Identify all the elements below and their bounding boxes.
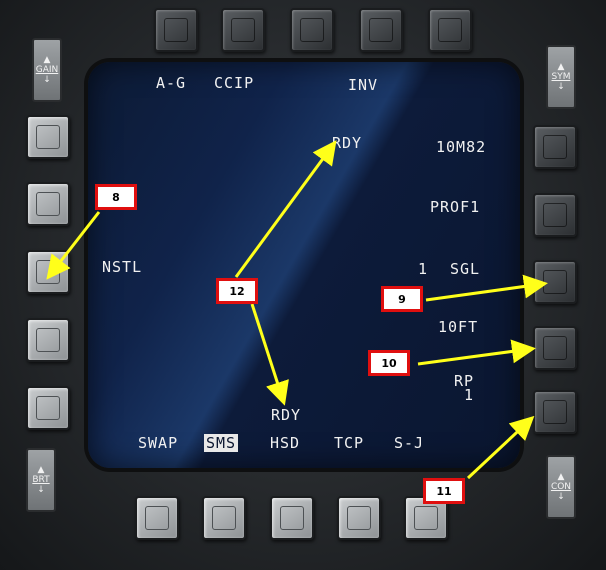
gain-label: GAIN: [35, 65, 59, 75]
rp-label: RP: [454, 372, 475, 390]
callout-8: 8: [95, 184, 137, 210]
bottom-sms-selected: SMS: [204, 434, 239, 452]
osb-bottom-1[interactable]: [135, 496, 179, 540]
callout-10: 10: [368, 350, 410, 376]
weapon-label: 10M82: [436, 138, 487, 156]
osb-top-3[interactable]: [290, 8, 334, 52]
rdy-status-bottom: RDY: [271, 406, 302, 424]
mfd-screen: A-G CCIP INV RDY 10M82 PROF1 NSTL 1 SGL …: [88, 62, 520, 468]
callout-11: 11: [423, 478, 465, 504]
brt-label: BRT: [32, 475, 50, 485]
osb-bottom-3[interactable]: [270, 496, 314, 540]
sym-rocker[interactable]: ▲ SYM ↓: [546, 45, 576, 109]
brt-rocker[interactable]: ▲ BRT ↓: [26, 448, 56, 512]
nstl-label: NSTL: [102, 258, 143, 276]
osb-bottom-4[interactable]: [337, 496, 381, 540]
osb-right-3[interactable]: [533, 260, 577, 304]
osb-right-5[interactable]: [533, 390, 577, 434]
osb-left-4[interactable]: [26, 318, 70, 362]
osb-right-4[interactable]: [533, 326, 577, 370]
submode-label: CCIP: [214, 74, 255, 92]
rocker-down-arrow-icon: ↓: [557, 82, 565, 92]
profile-label: PROF1: [430, 198, 481, 216]
osb-left-2[interactable]: [26, 182, 70, 226]
rocker-down-arrow-icon: ↓: [557, 492, 565, 502]
rocker-down-arrow-icon: ↓: [37, 485, 45, 495]
osb-right-1[interactable]: [533, 125, 577, 169]
osb-bottom-2[interactable]: [202, 496, 246, 540]
rocker-down-arrow-icon: ↓: [43, 75, 51, 85]
gain-rocker[interactable]: ▲ GAIN ↓: [32, 38, 62, 102]
release-quantity: 1: [418, 260, 429, 278]
bottom-sj: S-J: [394, 434, 425, 452]
rocker-up-arrow-icon: ▲: [37, 465, 45, 475]
rocker-up-arrow-icon: ▲: [557, 62, 565, 72]
inv-label: INV: [348, 76, 379, 94]
callout-9: 9: [381, 286, 423, 312]
osb-left-3[interactable]: [26, 250, 70, 294]
osb-right-2[interactable]: [533, 193, 577, 237]
osb-left-5[interactable]: [26, 386, 70, 430]
osb-top-5[interactable]: [428, 8, 472, 52]
bottom-hsd: HSD: [270, 434, 301, 452]
rocker-up-arrow-icon: ▲: [43, 55, 51, 65]
con-rocker[interactable]: ▲ CON ↓: [546, 455, 576, 519]
bottom-swap: SWAP: [138, 434, 179, 452]
osb-top-2[interactable]: [221, 8, 265, 52]
osb-top-4[interactable]: [359, 8, 403, 52]
osb-top-1[interactable]: [154, 8, 198, 52]
osb-left-1[interactable]: [26, 115, 70, 159]
release-mode: SGL: [450, 260, 481, 278]
rp-value: 1: [464, 386, 475, 404]
sym-label: SYM: [551, 72, 571, 82]
mode-label: A-G: [156, 74, 187, 92]
spacing-label: 10FT: [438, 318, 479, 336]
con-label: CON: [550, 482, 572, 492]
rdy-status-top: RDY: [332, 134, 363, 152]
rocker-up-arrow-icon: ▲: [557, 472, 565, 482]
bottom-tcp: TCP: [334, 434, 365, 452]
callout-12: 12: [216, 278, 258, 304]
